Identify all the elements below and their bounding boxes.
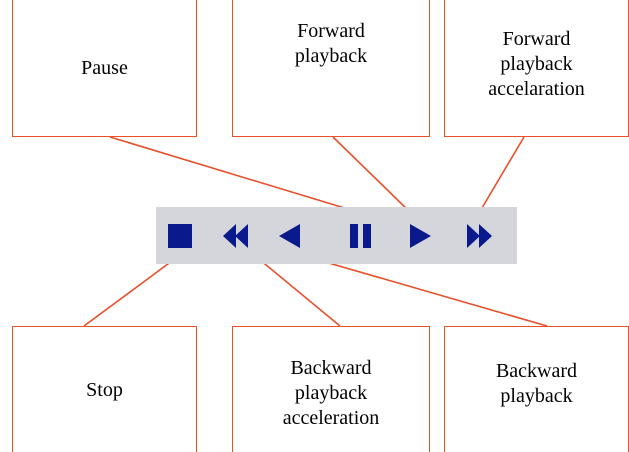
pause-label: Pause [81,56,128,79]
playback-toolbar [156,207,517,264]
connector-pause [109,136,362,214]
stop-label: Stop [86,379,123,401]
forward-acceleration-label: Forward playback accelaration [488,27,585,100]
backward-acceleration-button[interactable] [217,207,257,264]
connector-backward-acceleration [253,254,341,327]
pause-icon [350,223,371,248]
connector-forward-playback [332,136,412,214]
forward-playback-callout: Forward playback [232,0,430,137]
backward-acceleration-callout: Backward playback acceleration [232,326,430,452]
connector-backward-playback [307,256,548,327]
forward-playback-label: Forward playback [294,20,368,67]
forward-acceleration-callout: Forward playback accelaration [444,0,629,137]
forward-acceleration-button[interactable] [460,207,500,264]
stop-callout: Stop [12,326,197,452]
play-icon [410,223,431,248]
forward-playback-button[interactable] [400,207,440,264]
backward-playback-label: Backward playback [495,359,578,407]
stop-icon [168,223,192,248]
backward-acceleration-label: Backward playback acceleration [282,357,380,429]
fast-forward-icon [467,223,492,248]
connector-forward-acceleration [478,136,525,214]
stop-button[interactable] [160,207,200,264]
fast-rewind-icon [223,223,248,248]
backward-playback-callout: Backward playback [444,326,629,452]
pause-button[interactable] [341,207,381,264]
backward-playback-button[interactable] [270,207,310,264]
pause-callout: Pause [12,0,197,137]
play-reverse-icon [279,223,300,248]
connector-stop [83,254,181,327]
